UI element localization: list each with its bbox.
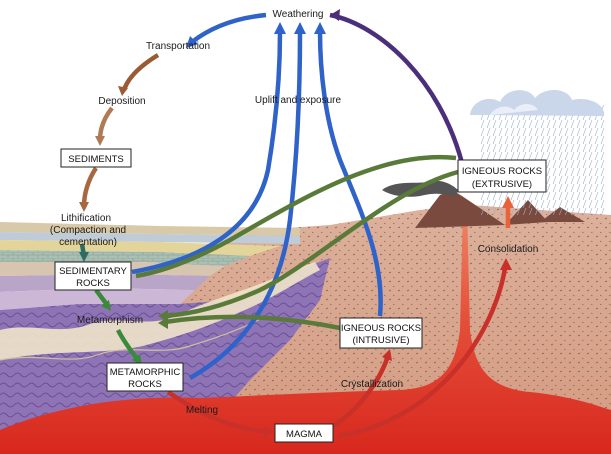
label-uplift: Uplift and exposure bbox=[255, 95, 342, 106]
svg-text:SEDIMENTS: SEDIMENTS bbox=[68, 154, 123, 165]
box-sediments: SEDIMENTS bbox=[60, 148, 132, 168]
svg-text:ROCKS: ROCKS bbox=[128, 379, 162, 390]
label-weathering: Weathering bbox=[273, 9, 324, 20]
arrow-sediments-to-lithification bbox=[81, 166, 98, 207]
magma-chamber bbox=[0, 205, 611, 454]
svg-text:MAGMA: MAGMA bbox=[286, 429, 323, 440]
label-lithification-3: cementation) bbox=[59, 237, 117, 248]
svg-text:ROCKS: ROCKS bbox=[76, 278, 110, 289]
label-consolidation: Consolidation bbox=[478, 244, 539, 255]
arrow-extrusive-to-metamorphism bbox=[164, 169, 459, 319]
arrow-weathering-to-transport bbox=[190, 12, 267, 44]
cycle-arrows bbox=[79, 9, 514, 439]
svg-text:(EXTRUSIVE): (EXTRUSIVE) bbox=[472, 179, 532, 190]
box-magma: MAGMA bbox=[274, 423, 334, 443]
arrow-uplift-from-metamorphic bbox=[188, 31, 303, 380]
label-melting: Melting bbox=[186, 405, 218, 416]
arrow-magma-to-consolidation bbox=[337, 267, 508, 439]
svg-text:(INTRUSIVE): (INTRUSIVE) bbox=[353, 335, 410, 346]
volcano-icon bbox=[415, 190, 505, 228]
label-metamorphism: Metamorphism bbox=[77, 315, 143, 326]
sediment-layer-top bbox=[0, 222, 300, 236]
arrow-uplift-from-sedimentary bbox=[131, 31, 283, 275]
label-lithification-2: (Compaction and bbox=[50, 225, 126, 236]
svg-text:SEDIMENTARY: SEDIMENTARY bbox=[59, 266, 127, 277]
arrow-extrusive-to-sedimentary bbox=[135, 154, 457, 279]
svg-text:METAMORPHIC: METAMORPHIC bbox=[110, 367, 181, 378]
arrow-transport-to-deposition bbox=[121, 53, 160, 91]
rock-boxes: SEDIMENTS SEDIMENTARY ROCKS METAMORPHIC … bbox=[54, 148, 547, 443]
arrow-uplift-from-intrusive bbox=[317, 31, 383, 317]
arrow-intrusive-to-metamorphism bbox=[164, 314, 341, 331]
arrow-deposition-to-sediments bbox=[97, 106, 114, 141]
label-crystallization: Crystallization bbox=[341, 379, 403, 390]
rain-cloud-icon bbox=[470, 89, 605, 215]
svg-text:IGNEOUS ROCKS: IGNEOUS ROCKS bbox=[462, 166, 542, 177]
arrow-magma-to-intrusive bbox=[328, 355, 391, 430]
svg-text:IGNEOUS ROCKS: IGNEOUS ROCKS bbox=[341, 323, 421, 334]
stage-labels: Weathering Transportation Deposition Upl… bbox=[50, 9, 538, 416]
label-transportation: Transportation bbox=[146, 41, 210, 52]
arrow-extrusive-to-weathering bbox=[329, 12, 465, 164]
contact-band bbox=[0, 262, 320, 360]
arrow-metamorphic-to-magma bbox=[166, 390, 269, 435]
box-igneous-extrusive: IGNEOUS ROCKS (EXTRUSIVE) bbox=[457, 159, 547, 193]
label-lithification: Lithification bbox=[61, 213, 111, 224]
box-igneous-intrusive: IGNEOUS ROCKS (INTRUSIVE) bbox=[339, 317, 423, 349]
box-metamorphic-rocks: METAMORPHIC ROCKS bbox=[106, 362, 184, 392]
box-sedimentary-rocks: SEDIMENTARY ROCKS bbox=[54, 261, 132, 291]
label-deposition: Deposition bbox=[98, 96, 145, 107]
